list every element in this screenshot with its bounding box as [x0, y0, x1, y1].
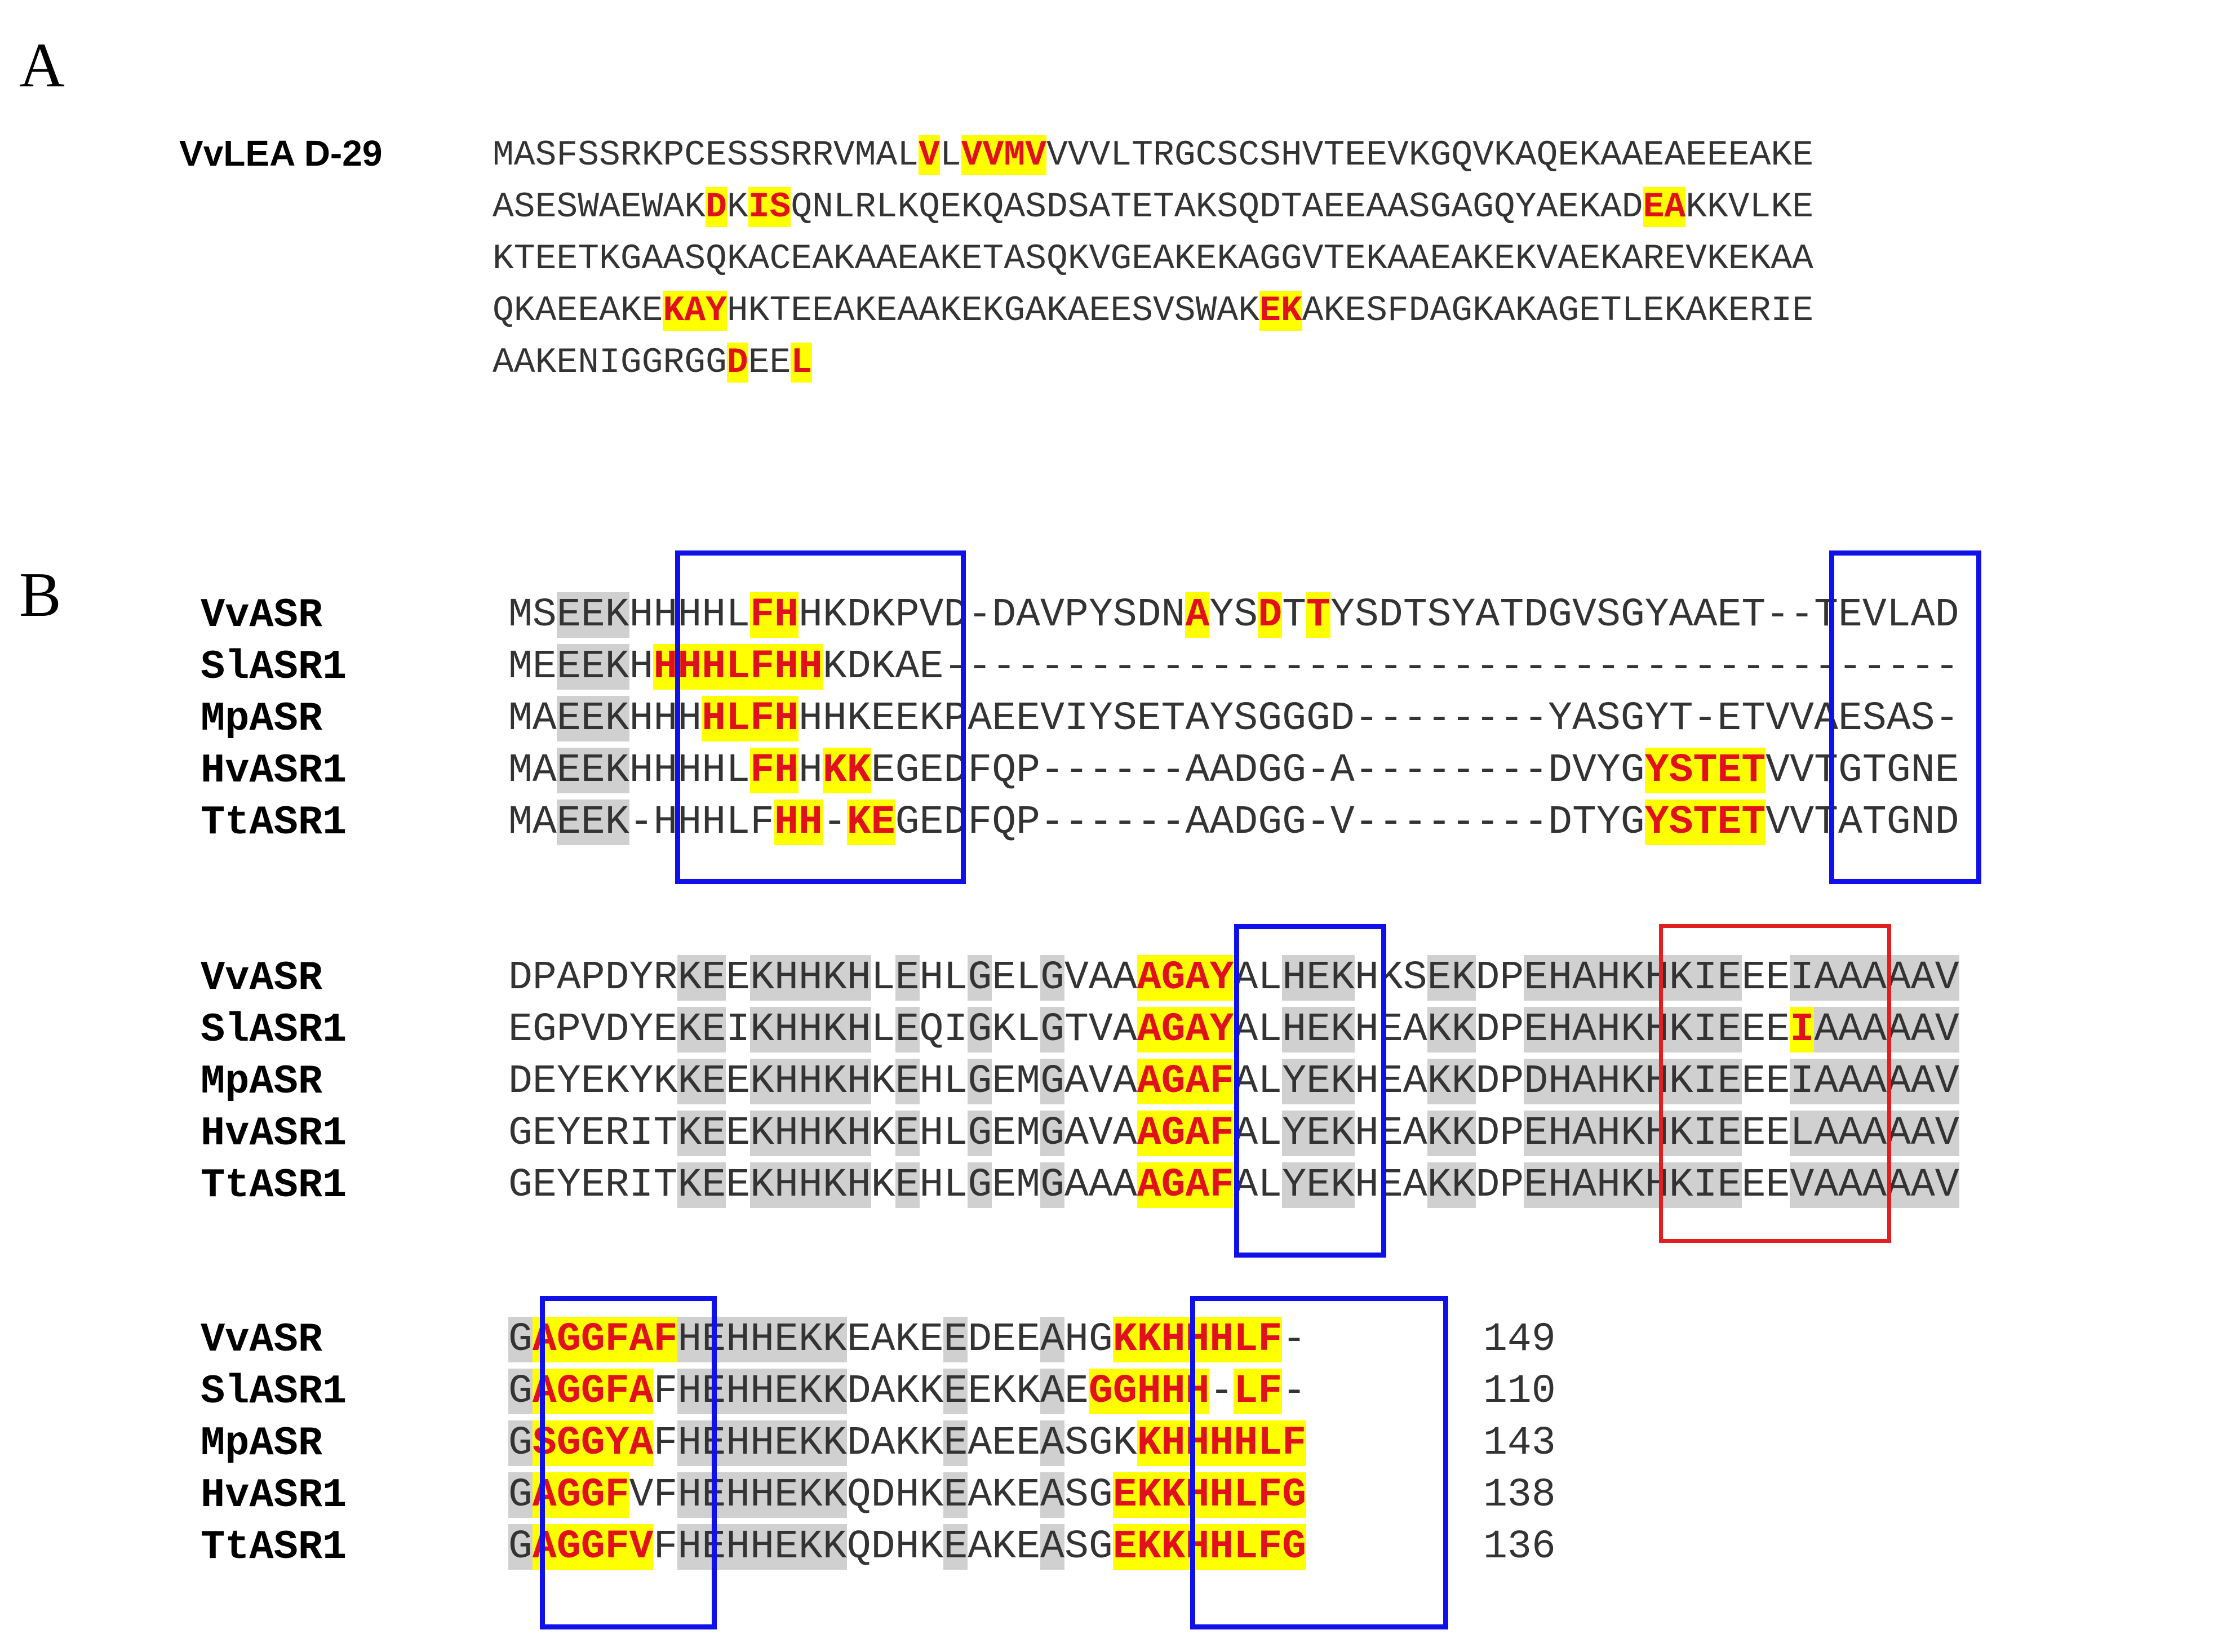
sequence-name: SlASR1	[201, 1007, 347, 1053]
motif-box-3	[1234, 924, 1386, 1258]
aligned-sequence: EGPVDYEKEIKHHKHLEQIGKLGTVAAGAYALHEKHEAKK…	[508, 1007, 1959, 1053]
panel-a-label: A	[19, 30, 65, 100]
panel-a-seq-line: MASFSSRKPCESSSRRVMALVLVVMVVVVLTRGCSCSHVT…	[493, 135, 1814, 175]
sequence-name: MpASR	[201, 1059, 323, 1105]
panel-a-seq-line: AAKENIGGRGGDEEL	[493, 343, 813, 383]
sequence-name: HvASR1	[201, 1472, 347, 1518]
sequence-name: TtASR1	[201, 1524, 347, 1570]
sequence-name: VvASR	[201, 955, 323, 1001]
motif-box-1	[675, 550, 966, 884]
residue-count: 138	[1483, 1472, 1556, 1518]
motif-box-4	[540, 1296, 717, 1629]
motif-box-5	[1190, 1296, 1448, 1629]
motif-box-red	[1659, 924, 1891, 1243]
sequence-name: SlASR1	[201, 1369, 347, 1415]
panel-a-seq-line: QKAEEAKEKAYHKTEEAKEAAKEKGAKAEESVSWAKEKAK…	[493, 291, 1814, 331]
aligned-sequence: GEYERITKEEKHHKHKEHLGEMGAVAAGAFALYEKHEAKK…	[508, 1111, 1959, 1156]
sequence-name: MpASR	[201, 1420, 323, 1467]
sequence-name: TtASR1	[201, 1162, 347, 1209]
aligned-sequence: GAGGFAFHEHHEKKEAKEEDEEAHGKKHHHLF-	[508, 1317, 1307, 1362]
sequence-name: HvASR1	[201, 748, 347, 794]
residue-count: 149	[1483, 1317, 1556, 1362]
protein-name-vvlea-d29: VvLEA D-29	[179, 133, 383, 174]
aligned-sequence: DEYEKYKKEEKHHKHKEHLGEMGAVAAGAFALYEKHEAKK…	[508, 1059, 1959, 1104]
panel-a-seq-line: ASESWAEWAKDKISQNLRLKQEKQASDSATETAKSQDTAE…	[493, 187, 1814, 227]
aligned-sequence: MAEEKHHHHLFHHKKEGEDFQP------AADGG-A-----…	[508, 748, 1959, 793]
residue-count: 136	[1483, 1524, 1556, 1570]
sequence-name: TtASR1	[201, 800, 347, 846]
aligned-sequence: GSGGYAFHEHHEKKDAKKEAEEASGKKHHHHLF	[508, 1420, 1307, 1466]
panel-a-seq-line: KTEETKGAASQKACEAKAAEAKETASQKVGEAKEKAGGVT…	[493, 239, 1813, 279]
sequence-name: VvASR	[201, 1317, 323, 1363]
aligned-sequence: GAGGFAFHEHHEKKDAKKEEKKAEGGHHH-LF-	[508, 1369, 1307, 1414]
sequence-name: VvASR	[201, 592, 323, 638]
sequence-name: MpASR	[201, 696, 323, 742]
aligned-sequence: MAEEK-HHHLFHH-KEGEDFQP------AADGG-V-----…	[508, 800, 1959, 845]
aligned-sequence: MEEEKHHHHLFHHKDKAE----------------------…	[508, 644, 1959, 690]
aligned-sequence: GEYERITKEEKHHKHKEHLGEMGAAAAGAFALYEKHEAKK…	[508, 1162, 1959, 1208]
panel-b-label: B	[19, 560, 61, 630]
aligned-sequence: GAGGFVFHEHHEKKQDHKEAKEASGEKKHHLFG	[508, 1472, 1307, 1518]
sequence-name: HvASR1	[201, 1111, 347, 1157]
sequence-name: SlASR1	[201, 644, 347, 690]
residue-count: 110	[1483, 1369, 1556, 1414]
aligned-sequence: GAGGFVFHEHHEKKQDHKEAKEASGEKKHHLFG	[508, 1524, 1307, 1570]
residue-count: 143	[1483, 1420, 1556, 1466]
motif-box-2	[1829, 550, 1981, 884]
aligned-sequence: MAEEKHHHHLFHHHKEEKPAEEVIYSETAYSGGGD-----…	[508, 696, 1959, 741]
aligned-sequence: DPAPDYRKEEKHHKHLEHLGELGVAAAGAYALHEKHKSEK…	[508, 955, 1959, 1001]
aligned-sequence: MSEEKHHHHLFHHKDKPVD-DAVPYSDNAYSDTTYSDTSY…	[508, 592, 1959, 638]
